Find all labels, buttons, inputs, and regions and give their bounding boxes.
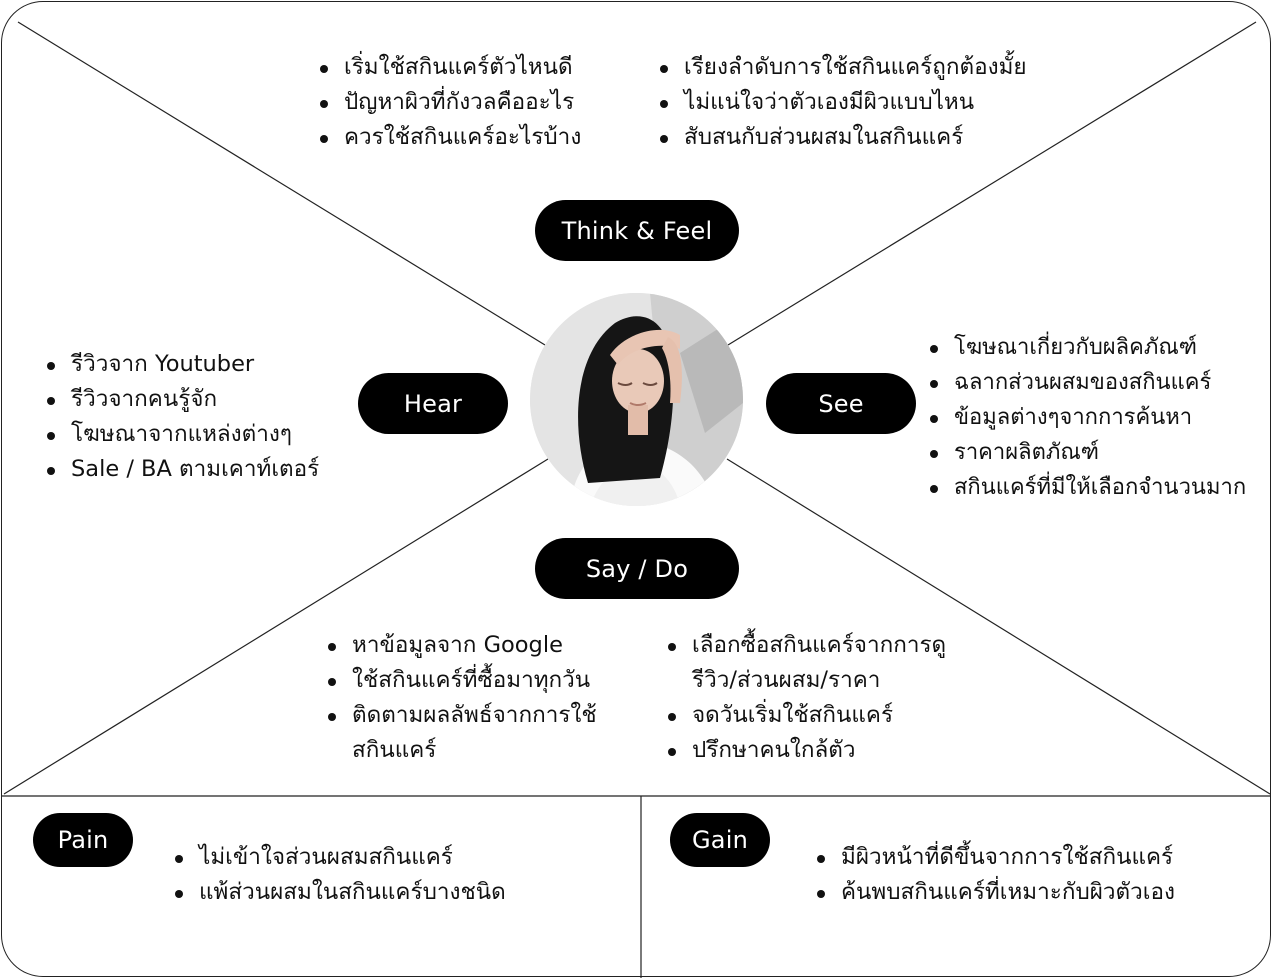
list-item: มีผิวหน้าที่ดีขึ้นจากการใช้สกินแคร์	[815, 840, 1175, 875]
pain-list: ไม่เข้าใจส่วนผสมสกินแคร์ แพ้ส่วนผสมในสกิ…	[173, 840, 506, 910]
list-item: ปรึกษาคนใกล้ตัว	[666, 733, 966, 768]
list-item: ราคาผลิตภัณฑ์	[928, 435, 1246, 470]
list-item: หาข้อมูลจาก Google	[326, 628, 626, 663]
pain-label: Pain	[33, 813, 133, 867]
list-item: ไม่แน่ใจว่าตัวเองมีผิวแบบไหน	[658, 85, 1027, 120]
list-item: ข้อมูลต่างๆจากการค้นหา	[928, 400, 1246, 435]
gain-list: มีผิวหน้าที่ดีขึ้นจากการใช้สกินแคร์ ค้นพ…	[815, 840, 1175, 910]
think-feel-right-list: เรียงลำดับการใช้สกินแคร์ถูกต้องมั้ย ไม่แ…	[658, 50, 1027, 155]
list-item: ค้นพบสกินแคร์ที่เหมาะกับผิวตัวเอง	[815, 875, 1175, 910]
list-item: ไม่เข้าใจส่วนผสมสกินแคร์	[173, 840, 506, 875]
say-do-right-list: เลือกซื้อสกินแคร์จากการดูรีวิว/ส่วนผสม/ร…	[666, 628, 966, 768]
list-item: ติดตามผลลัพธ์จากการใช้สกินแคร์	[326, 698, 614, 768]
list-item: สับสนกับส่วนผสมในสกินแคร์	[658, 120, 1027, 155]
think-feel-left-list: เริ่มใช้สกินแคร์ตัวไหนดี ปัญหาผิวที่กังว…	[318, 50, 581, 155]
list-item: ใช้สกินแคร์ที่ซื้อมาทุกวัน	[326, 663, 626, 698]
stressed-woman-photo-icon	[530, 293, 743, 506]
list-item: สกินแคร์ที่มีให้เลือกจำนวนมาก	[928, 470, 1246, 505]
list-item: รีวิวจากคนรู้จัก	[45, 382, 319, 417]
list-item: แพ้ส่วนผสมในสกินแคร์บางชนิด	[173, 875, 506, 910]
gain-label: Gain	[670, 813, 770, 867]
list-item: เรียงลำดับการใช้สกินแคร์ถูกต้องมั้ย	[658, 50, 1027, 85]
think-feel-label: Think & Feel	[535, 200, 739, 261]
list-item: เลือกซื้อสกินแคร์จากการดูรีวิว/ส่วนผสม/ร…	[666, 628, 954, 698]
list-item: ฉลากส่วนผสมของสกินแคร์	[928, 365, 1246, 400]
list-item: จดวันเริ่มใช้สกินแคร์	[666, 698, 966, 733]
hear-label: Hear	[358, 373, 508, 434]
see-label: See	[766, 373, 916, 434]
say-do-label: Say / Do	[535, 538, 739, 599]
list-item: โฆษณาจากแหล่งต่างๆ	[45, 417, 319, 452]
list-item: ควรใช้สกินแคร์อะไรบ้าง	[318, 120, 581, 155]
list-item: ปัญหาผิวที่กังวลคืออะไร	[318, 85, 581, 120]
say-do-left-list: หาข้อมูลจาก Google ใช้สกินแคร์ที่ซื้อมาท…	[326, 628, 626, 768]
persona-avatar	[530, 293, 743, 506]
list-item: โฆษณาเกี่ยวกับผลิคภัณฑ์	[928, 330, 1246, 365]
hear-list: รีวิวจาก Youtuber รีวิวจากคนรู้จัก โฆษณา…	[45, 347, 319, 487]
list-item: เริ่มใช้สกินแคร์ตัวไหนดี	[318, 50, 581, 85]
list-item: Sale / BA ตามเคาท์เตอร์	[45, 452, 319, 487]
list-item: รีวิวจาก Youtuber	[45, 347, 319, 382]
see-list: โฆษณาเกี่ยวกับผลิคภัณฑ์ ฉลากส่วนผสมของสก…	[928, 330, 1246, 505]
